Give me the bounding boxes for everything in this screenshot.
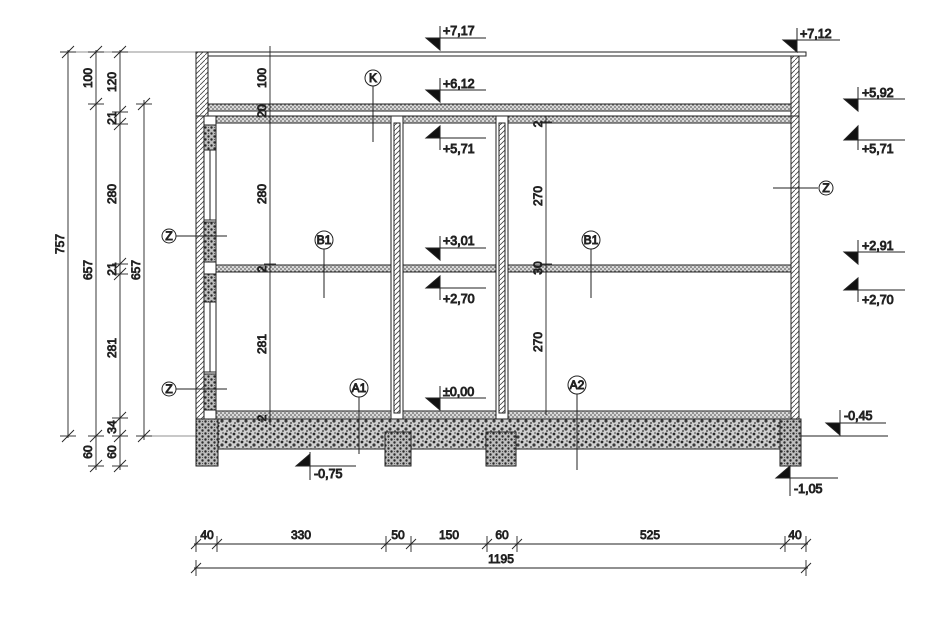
- level-marker-icon: [842, 276, 859, 291]
- dim-total-height: 757: [53, 234, 67, 254]
- left-wall-block-1: [203, 124, 217, 151]
- level-mid-floor-bottom-mid: +2,70: [443, 292, 475, 306]
- tag-wall-left-upper: Z: [165, 229, 172, 243]
- dim-parapet-b: 120: [105, 72, 119, 92]
- dim-bottom-seg-5: 60: [495, 528, 509, 542]
- level-markers: +7,17 +7,12 +6,12 +5,92 +5,71 +5,71 +3,0…: [294, 24, 905, 497]
- level-terrain-right: -0,45: [844, 409, 873, 423]
- left-wall-block-4: [203, 373, 217, 411]
- tag-upper-floor-left: B1: [317, 233, 332, 247]
- dim-bottom-seg-3: 50: [391, 528, 405, 542]
- level-marker-icon: [774, 464, 791, 479]
- right-parapet-wall: [790, 55, 800, 117]
- level-top-left: +7,17: [443, 24, 475, 38]
- dim-storey-lower-right: 270: [531, 332, 545, 352]
- dim-floor-left: 2: [255, 414, 269, 421]
- dim-floor-slab: 34: [105, 420, 119, 434]
- left-outer-wall: [195, 115, 205, 421]
- tag-wall-left-lower: Z: [165, 382, 172, 396]
- tag-wall-right: Z: [822, 181, 829, 195]
- level-mid-floor-top-right: +2,91: [862, 239, 894, 253]
- level-roof-slab: +6,12: [443, 77, 475, 91]
- footing-col-left: [384, 431, 412, 467]
- level-marker-icon: [424, 274, 441, 289]
- level-footing-right: -1,05: [794, 482, 823, 496]
- level-marker-icon: [842, 98, 859, 113]
- level-mid-floor-top-mid: +3,01: [443, 234, 475, 248]
- tag-roof: K: [369, 71, 377, 85]
- layer-tags: K Z Z Z B1 B1 A1 A2: [161, 69, 834, 470]
- dim-inner-total: 657: [129, 260, 143, 280]
- dim-mid-slab-left: 2: [255, 265, 269, 272]
- left-parapet-wall: [195, 51, 209, 117]
- dim-base-b: 60: [105, 445, 119, 459]
- dim-roof-slab: 20: [255, 104, 269, 118]
- dim-slab-b: 21: [105, 262, 119, 276]
- dim-base-a: 60: [81, 445, 95, 459]
- dim-storey-upper-left: 280: [255, 184, 269, 204]
- dim-storey-upper-right: 270: [531, 186, 545, 206]
- level-mid-floor-bottom-right: +2,70: [862, 293, 894, 307]
- level-marker-icon: [781, 39, 798, 54]
- level-marker-icon: [424, 37, 441, 52]
- level-marker-icon: [294, 452, 311, 467]
- dim-storey-upper: 280: [105, 184, 119, 204]
- right-wall: [790, 115, 800, 421]
- tag-ground-left: A1: [352, 381, 367, 395]
- dim-bottom-total: 1195: [488, 552, 514, 566]
- level-marker-icon: [424, 89, 441, 104]
- dim-slab-a: 21: [105, 111, 119, 125]
- level-upper-ceiling-bottom-right: +5,71: [862, 142, 894, 156]
- dim-ceil-right: 2: [531, 120, 545, 127]
- level-marker-icon: [424, 247, 441, 262]
- dim-bottom-seg-2: 330: [291, 528, 311, 542]
- dim-storey-lower: 281: [105, 338, 119, 358]
- dim-bottom-seg-4: 150: [439, 528, 459, 542]
- level-marker-icon: [842, 124, 859, 141]
- dim-mid-slab-right: 30: [531, 261, 545, 275]
- level-ground-floor: ±0,00: [443, 385, 474, 399]
- left-dimensions: 757 100 657 60 120 21 280 21 281 34 60 6…: [53, 45, 196, 473]
- parapet-outline: [195, 51, 807, 57]
- tag-ground-right: A2: [570, 378, 585, 392]
- left-wall-block-2: [203, 221, 217, 263]
- footing-col-right: [485, 431, 517, 467]
- level-marker-icon: [424, 124, 441, 139]
- column-left-core: [393, 122, 401, 414]
- interior-dimensions: 100 20 280 2 281 2 2 270 30 270: [255, 46, 552, 425]
- footing-right: [779, 418, 802, 467]
- dim-storey-lower-left: 281: [255, 334, 269, 354]
- level-upper-ceiling-bottom-mid: +5,71: [443, 142, 475, 156]
- dim-roof-gap: 100: [255, 68, 269, 88]
- column-right-core: [498, 122, 506, 414]
- footing-left: [195, 418, 219, 467]
- roof-slab: [207, 103, 792, 112]
- level-footing-left: -0,75: [314, 467, 343, 481]
- structure: [195, 51, 807, 467]
- left-wall-block-3: [203, 273, 217, 303]
- dim-sub-total: 657: [81, 260, 95, 280]
- bottom-dimensions: 40 330 50 150 60 525 40 1195: [190, 528, 812, 576]
- level-marker-icon: [824, 422, 841, 437]
- level-upper-ceiling-top: +5,92: [862, 86, 894, 100]
- dim-bottom-seg-7: 40: [788, 528, 802, 542]
- level-marker-icon: [842, 251, 859, 266]
- level-marker-icon: [424, 397, 441, 412]
- tag-upper-floor-right: B1: [584, 233, 599, 247]
- dim-parapet-a: 100: [81, 68, 95, 88]
- level-top-right: +7,12: [800, 27, 832, 41]
- dim-bottom-seg-6: 525: [640, 528, 660, 542]
- dim-bottom-seg-1: 40: [200, 528, 214, 542]
